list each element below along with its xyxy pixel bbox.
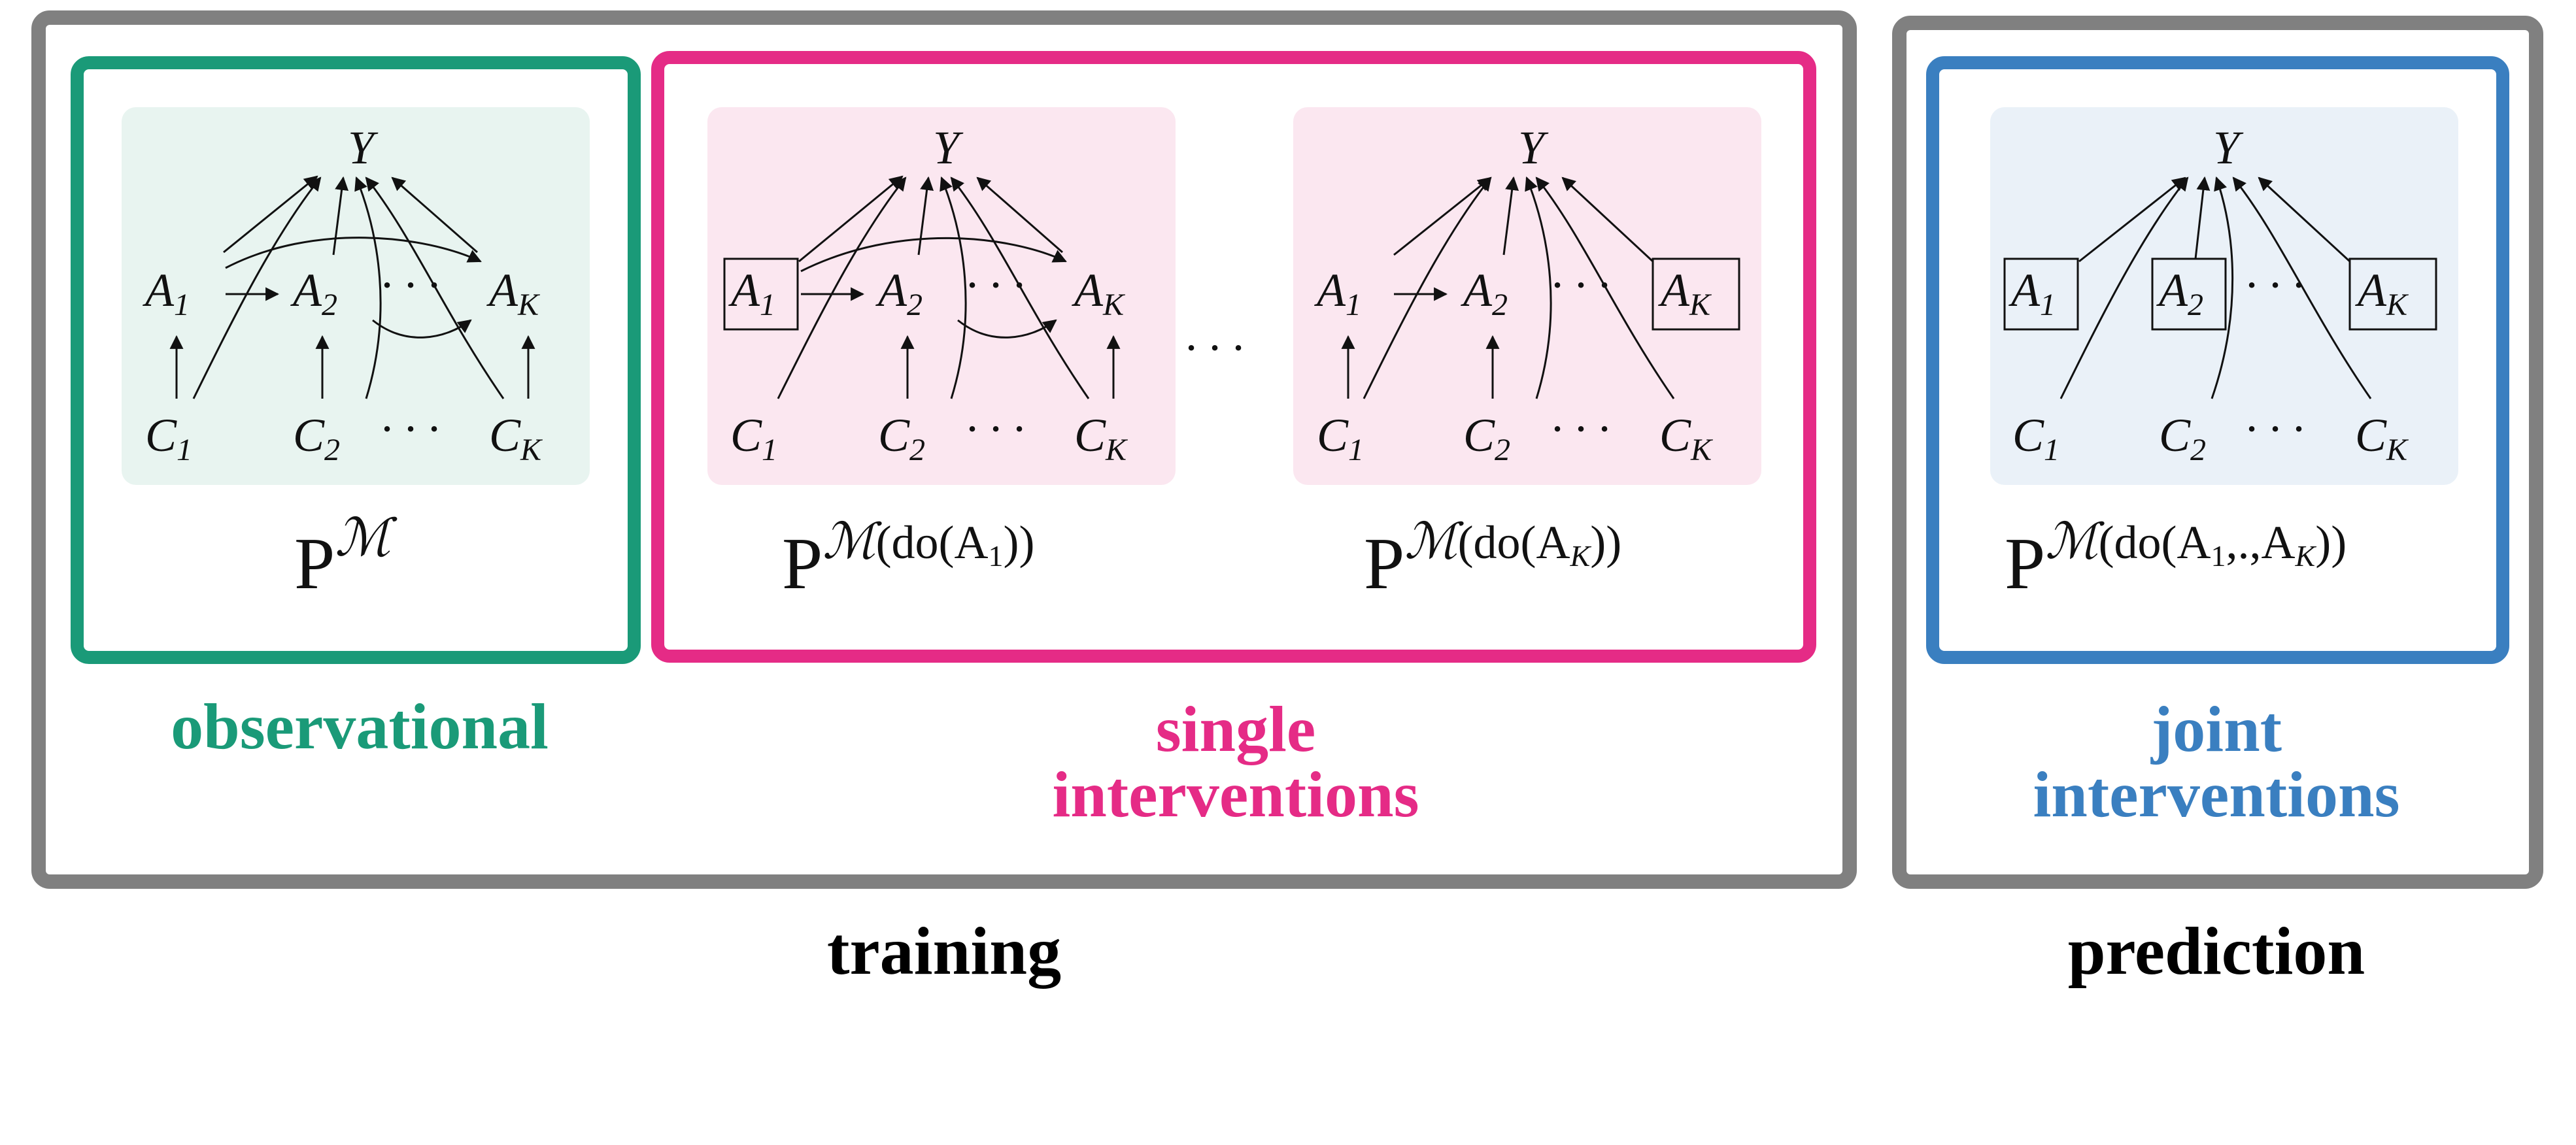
node-dots: · · · bbox=[381, 259, 439, 311]
node-c2: C2 bbox=[293, 409, 340, 467]
single-intervention-1-nodes: Y A1 A2 · · · AK C1 C2 · · · CK bbox=[728, 122, 1128, 467]
joint-caption-line2: interventions bbox=[2033, 758, 2400, 831]
node-c1: C1 bbox=[730, 409, 777, 467]
prediction-frame bbox=[1892, 16, 2543, 889]
node-a1-intervened: A1 bbox=[728, 264, 775, 322]
node-ck: CK bbox=[1659, 409, 1714, 467]
node-dots: · · · bbox=[966, 403, 1025, 455]
single-intervention-k-panel bbox=[1293, 107, 1761, 485]
single-intervention-1-panel bbox=[707, 107, 1176, 485]
node-c1: C1 bbox=[1317, 409, 1364, 467]
node-c1: C1 bbox=[2012, 409, 2059, 467]
node-ak-intervened: AK bbox=[1658, 264, 1712, 322]
node-ck: CK bbox=[1074, 409, 1128, 467]
observational-caption: observational bbox=[171, 690, 549, 763]
node-a2: A2 bbox=[290, 264, 337, 322]
node-y: Y bbox=[348, 122, 379, 174]
node-dots: · · · bbox=[2245, 403, 2304, 455]
observational-graph-panel bbox=[122, 107, 590, 485]
node-ak: AK bbox=[486, 264, 541, 322]
joint-intervention-graph bbox=[2003, 176, 2437, 399]
node-c1: C1 bbox=[145, 409, 192, 467]
node-ak: AK bbox=[1072, 264, 1126, 322]
joint-interventions-caption: joint interventions bbox=[1929, 697, 2504, 827]
node-a1: A1 bbox=[143, 264, 190, 322]
training-label: training bbox=[826, 914, 1062, 989]
node-dots: · · · bbox=[2245, 259, 2304, 311]
node-a2-intervened: A2 bbox=[2156, 264, 2203, 322]
single-interventions-caption: single interventions bbox=[948, 697, 1523, 827]
observational-distribution: Pℳ bbox=[294, 510, 398, 605]
single-caption-line1: single bbox=[1155, 693, 1316, 765]
single-intervention-1-graph bbox=[723, 175, 1121, 399]
node-dots: · · · bbox=[1551, 259, 1610, 311]
node-ck: CK bbox=[489, 409, 543, 467]
single-intervention-k-distribution: Pℳ(do(AK)) bbox=[1364, 514, 1621, 605]
node-a1: A1 bbox=[1314, 264, 1361, 322]
prediction-label: prediction bbox=[2067, 914, 2365, 989]
joint-interventions-group bbox=[1926, 56, 2509, 664]
node-ck: CK bbox=[2355, 409, 2409, 467]
node-y: Y bbox=[933, 122, 964, 174]
single-interventions-group bbox=[651, 51, 1816, 663]
observational-nodes: Y A1 A2 · · · AK C1 C2 · · · CK bbox=[143, 122, 543, 467]
node-dots: · · · bbox=[1551, 403, 1610, 455]
node-a2: A2 bbox=[875, 264, 923, 322]
single-intervention-k-graph bbox=[1341, 176, 1740, 399]
observational-graph bbox=[169, 175, 535, 399]
node-a2: A2 bbox=[1461, 264, 1508, 322]
node-y: Y bbox=[1518, 122, 1549, 174]
joint-intervention-nodes: Y A1 A2 · · · AK C1 C2 · · · CK bbox=[2008, 122, 2409, 467]
joint-intervention-distribution: Pℳ(do(A1,.,AK)) bbox=[2005, 514, 2347, 605]
node-ak-intervened: AK bbox=[2355, 264, 2409, 322]
single-intervention-1-distribution: Pℳ(do(A1)) bbox=[782, 514, 1034, 605]
node-c2: C2 bbox=[2159, 409, 2206, 467]
joint-intervention-panel bbox=[1990, 107, 2458, 485]
node-dots: · · · bbox=[966, 259, 1025, 311]
node-dots: · · · bbox=[381, 403, 439, 455]
joint-caption-line1: joint bbox=[2151, 693, 2282, 765]
single-intervention-k-nodes: Y A1 A2 · · · AK C1 C2 · · · CK bbox=[1314, 122, 1714, 467]
node-c2: C2 bbox=[878, 409, 925, 467]
observational-group bbox=[71, 56, 641, 664]
between-panels-dots: · · · bbox=[1185, 322, 1244, 374]
training-frame bbox=[31, 10, 1857, 889]
node-c2: C2 bbox=[1463, 409, 1510, 467]
node-a1-intervened: A1 bbox=[2008, 264, 2056, 322]
single-caption-line2: interventions bbox=[1052, 758, 1419, 831]
node-y: Y bbox=[2213, 122, 2244, 174]
